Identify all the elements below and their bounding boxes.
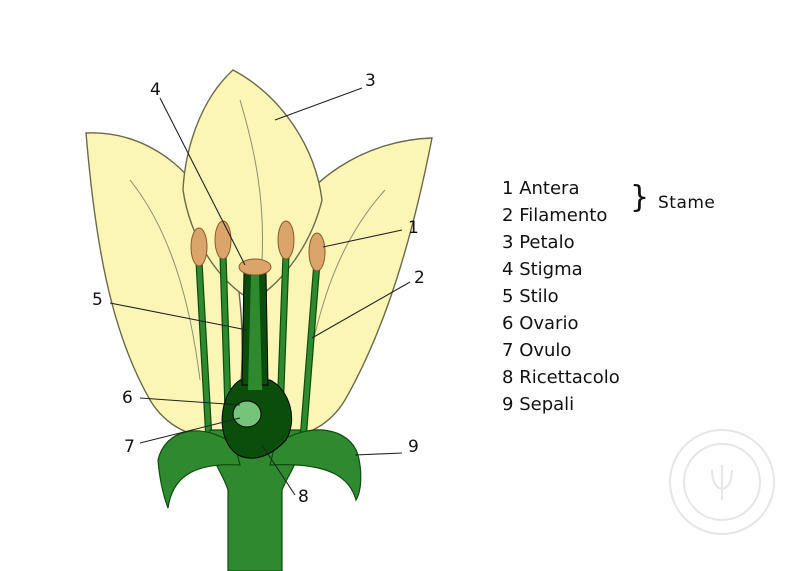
callout-9: 9 bbox=[408, 437, 419, 457]
legend-item-sepali: 9 Sepali bbox=[502, 391, 620, 418]
callout-8: 8 bbox=[298, 487, 309, 507]
anther-2 bbox=[215, 221, 231, 259]
leader-line-3 bbox=[275, 88, 362, 120]
callout-7: 7 bbox=[124, 437, 135, 457]
legend-item-filamento: 2 Filamento bbox=[502, 202, 620, 229]
legend-item-ovulo: 7 Ovulo bbox=[502, 337, 620, 364]
legend-list: 1 Antera 2 Filamento 3 Petalo 4 Stigma 5… bbox=[502, 175, 620, 418]
anther-4 bbox=[309, 233, 325, 271]
legend-item-stilo: 5 Stilo bbox=[502, 283, 620, 310]
callout-4: 4 bbox=[150, 80, 161, 100]
legend-item-ovario: 6 Ovario bbox=[502, 310, 620, 337]
callout-2: 2 bbox=[414, 268, 425, 288]
anther-1 bbox=[191, 228, 207, 266]
watermark-seal bbox=[670, 430, 774, 534]
legend-item-petalo: 3 Petalo bbox=[502, 229, 620, 256]
callout-5: 5 bbox=[92, 290, 103, 310]
stamen-group-label: Stame bbox=[658, 193, 715, 213]
legend-item-antera: 1 Antera bbox=[502, 175, 620, 202]
stigma bbox=[239, 259, 271, 275]
stamen-brace: } bbox=[630, 183, 649, 213]
callout-3: 3 bbox=[365, 71, 376, 91]
legend-item-ricettacolo: 8 Ricettacolo bbox=[502, 364, 620, 391]
legend-item-stigma: 4 Stigma bbox=[502, 256, 620, 283]
callout-1: 1 bbox=[408, 218, 419, 238]
anther-3 bbox=[278, 221, 294, 259]
leader-line-9 bbox=[355, 453, 402, 455]
callout-6: 6 bbox=[122, 388, 133, 408]
